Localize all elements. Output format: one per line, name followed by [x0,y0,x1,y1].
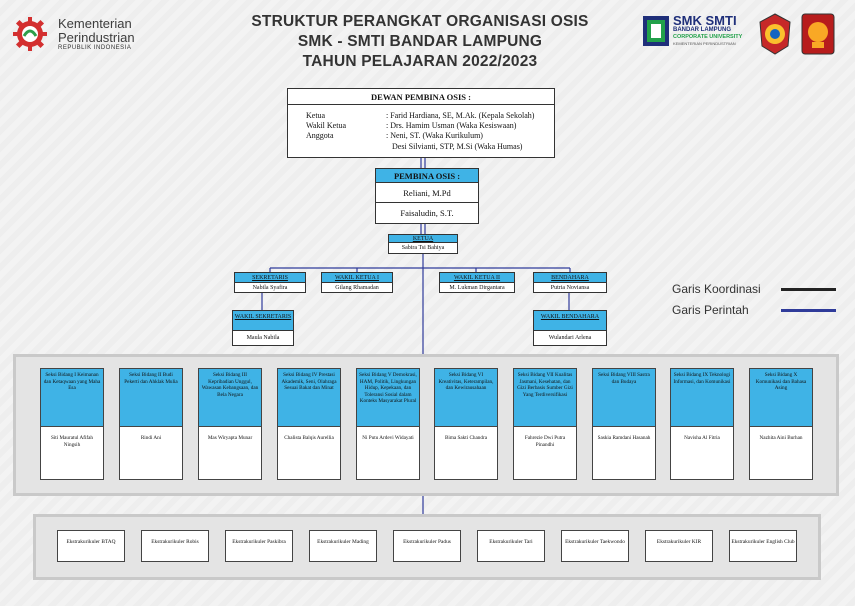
ekstrakurikuler-box: Ekstrakurikuler KIR [645,530,713,562]
legend-perintah-label: Garis Perintah [672,303,749,317]
dewan-title: DEWAN PEMBINA OSIS : [288,89,554,105]
seksi-title: Seksi Bidang III Kepribadian Unggul, Waw… [199,369,261,427]
seksi-title: Seksi Bidang IX Teknologi Informasi, dan… [671,369,733,427]
logo-right-line1: SMK SMTI [673,13,737,28]
ketua-box: KETUA Sabira Tsi Bahiya [388,234,458,254]
dewan-role-anggota: Anggota [306,131,334,140]
legend-koordinasi-label: Garis Koordinasi [672,282,761,296]
wakil-sekretaris-title: WAKIL SEKRETARIS [233,311,293,331]
sekretaris-box: SEKRETARIS Nabila Syafira [234,272,306,293]
seksi-title: Seksi Bidang V Demokrasi, HAM, Politik, … [357,369,419,427]
seksi-box: Seksi Bidang VII Kualitas Jasmani, Keseh… [513,368,577,480]
seksi-title: Seksi Bidang X Komunikasi dan Bahasa Asi… [750,369,812,427]
logo-left-line3: REPUBLIK INDONESIA [58,45,132,51]
seksi-name: Saskia Ramdani Hasanah [597,435,651,441]
wakil-ketua-1-box: WAKIL KETUA I Gilang Rhamadan [321,272,393,293]
wakil-ketua-2-title: WAKIL KETUA II [440,273,514,283]
bendahara-name: Putria Noviansa [550,285,590,291]
dewan-name-ketua: : Farid Hardiana, SE, M.Ak. (Kepala Seko… [386,111,535,120]
seksi-title: Seksi Bidang I Keimanan dan Ketaqwaan ya… [41,369,103,427]
sekretaris-title: SEKRETARIS [235,273,305,283]
seksi-name: Chalista Balqis Aurellia [284,435,334,441]
seksi-box: Seksi Bidang II Budi Pekerti dan Ahklak … [119,368,183,480]
wakil-ketua-1-title: WAKIL KETUA I [322,273,392,283]
legend-perintah-line [781,309,836,312]
seksi-name: Rindi Ani [140,435,162,441]
seksi-box: Seksi Bidang III Kepribadian Unggul, Waw… [198,368,262,480]
dewan-name-wakil: : Drs. Hamim Usman (Waka Kesiswaan) [386,121,517,130]
smk-smti-logo: SMK SMTI BANDAR LAMPUNG CORPORATE UNIVER… [641,12,751,52]
kemenperin-logo: Kementerian Perindustrian REPUBLIK INDON… [10,14,160,54]
legend-koordinasi-line [781,288,836,291]
wakil-bendahara-box: WAKIL BENDAHARA Wulandari Arlena [533,310,607,346]
seksi-title: Seksi Bidang VI Kreativitas, Keterampila… [435,369,497,427]
wakil-sekretaris-name: Maula Nabila [246,335,280,341]
wakil-bendahara-name: Wulandari Arlena [548,335,592,341]
ekstrakurikuler-box: Ekstrakurikuler Mading [309,530,377,562]
wakil-ketua-2-box: WAKIL KETUA II M. Lukman Dirgantara [439,272,515,293]
dewan-name-anggota-2: Desi Silvianti, STP, M.Si (Waka Humas) [392,142,523,151]
title-line-3: TAHUN PELAJARAN 2022/2023 [302,53,538,70]
wakil-ketua-1-name: Gilang Rhamadan [335,285,379,291]
seksi-box: Seksi Bidang IX Teknologi Informasi, dan… [670,368,734,480]
ekstrakurikuler-box: Ekstrakurikuler Taekwondo [561,530,629,562]
seksi-name: Mas Wiryapta Munar [207,435,253,441]
wakil-sekretaris-box: WAKIL SEKRETARIS Maula Nabila [232,310,294,346]
bendahara-box: BENDAHARA Putria Noviansa [533,272,607,293]
ekstrakurikuler-box: Ekstrakurikuler English Club [729,530,797,562]
pembina-osis-box: PEMBINA OSIS : Reliani, M.Pd Faisaludin,… [375,168,479,224]
seksi-name: Siti Mauratul Afifah Ningsih [50,435,94,448]
ekstrakurikuler-box: Ekstrakurikuler Robis [141,530,209,562]
seksi-name: Nazhita Aini Burhan [759,435,803,441]
seksi-name: Ni Putu Ardevi Widayati [362,435,414,441]
ketua-name: Sabira Tsi Bahiya [401,245,445,251]
logo-left-line1: Kementerian [58,16,132,31]
logo-right-line3: CORPORATE UNIVERSITY [673,34,743,40]
seksi-box: Seksi Bidang IV Prestasi Akademik, Seni,… [277,368,341,480]
sekretaris-name: Nabila Syafira [252,285,288,291]
dewan-name-anggota: : Neni, ST. (Waka Kurikulum) [386,131,483,140]
logo-right-line4: KEMENTERIAN PERINDUSTRIAN [673,41,736,46]
pembina-name-1: Reliani, M.Pd [376,183,478,203]
ekstrakurikuler-box: Ekstrakurikuler Tari [477,530,545,562]
dewan-role-ketua: Ketua [306,111,326,120]
seksi-box: Seksi Bidang VIII Sastra dan Budaya Sask… [592,368,656,480]
page-title: STRUKTUR PERANGKAT ORGANISASI OSIS SMK -… [240,12,600,72]
seksi-title: Seksi Bidang VIII Sastra dan Budaya [593,369,655,427]
smti-mark-icon [643,16,669,46]
seksi-box: Seksi Bidang V Demokrasi, HAM, Politik, … [356,368,420,480]
wakil-ketua-2-name: M. Lukman Dirgantara [449,285,505,291]
seksi-title: Seksi Bidang II Budi Pekerti dan Ahklak … [120,369,182,427]
seksi-name: Fahrezie Dwi Putra Pinandhi [524,435,566,448]
lampung-emblem-icon [801,13,835,55]
title-line-2: SMK - SMTI BANDAR LAMPUNG [297,33,543,50]
ekstrakurikuler-box: Ekstrakurikuler BTAQ [57,530,125,562]
wakil-bendahara-title: WAKIL BENDAHARA [534,311,606,331]
seksi-name: Navisha Al Fitria [684,435,720,441]
seksi-box: Seksi Bidang VI Kreativitas, Keterampila… [434,368,498,480]
logo-right-line2: BANDAR LAMPUNG [673,27,731,33]
seksi-title: Seksi Bidang IV Prestasi Akademik, Seni,… [278,369,340,427]
osis-emblem-icon [759,13,791,55]
gear-logo-icon [13,17,47,51]
pembina-name-2: Faisaludin, S.T. [400,208,454,218]
bendahara-title: BENDAHARA [534,273,606,283]
seksi-title: Seksi Bidang VII Kualitas Jasmani, Keseh… [514,369,576,427]
seksi-box: Seksi Bidang X Komunikasi dan Bahasa Asi… [749,368,813,480]
dewan-role-wakil: Wakil Ketua [306,121,347,130]
title-line-1: STRUKTUR PERANGKAT ORGANISASI OSIS [251,13,589,30]
logo-left-line2: Perindustrian [58,30,135,45]
ekstrakurikuler-box: Ekstrakurikuler Paskibra [225,530,293,562]
dewan-pembina-box: DEWAN PEMBINA OSIS : Ketua : Farid Hardi… [287,88,555,158]
seksi-name: Bima Sakti Chandra [444,435,488,441]
ekstrakurikuler-box: Ekstrakurikuler Padus [393,530,461,562]
ketua-title: KETUA [389,235,457,243]
seksi-box: Seksi Bidang I Keimanan dan Ketaqwaan ya… [40,368,104,480]
pembina-title: PEMBINA OSIS : [376,169,478,183]
